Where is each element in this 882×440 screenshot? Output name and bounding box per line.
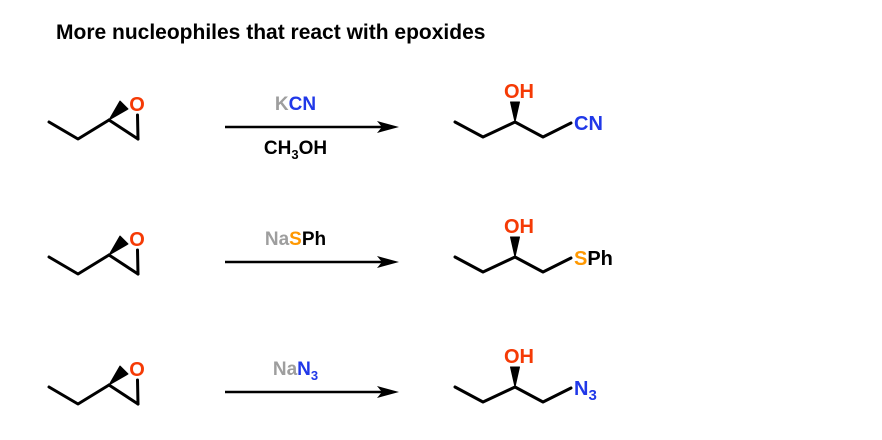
ring-right-bond [136,378,140,406]
reagent-part-counterion: K [274,94,289,115]
wedge-bond-to-oh-icon [510,236,520,258]
wedge-bond-icon [108,235,129,256]
group-part: Ph [587,248,613,270]
reagent-part-nucleophile: N [297,359,311,380]
epoxide-oxygen-label: O [129,229,145,251]
reagent-above-arrow: KCN [213,94,378,116]
arrow-head-icon [377,386,399,398]
reaction-row-nasph: O NaSPh OH SPh [0,207,882,317]
reaction-row-nan3: O NaN3 OH N3 [0,337,882,440]
group-subscript: 3 [588,387,596,404]
epoxide-structure: O [47,229,145,276]
solvent-part: OH [298,138,328,159]
ring-bottom-bond [107,383,140,406]
arrow-head-icon [377,121,399,133]
product-structure: OH N3 [453,346,597,404]
ethyl-chain-bonds [47,253,111,276]
solvent-subscript: 3 [291,146,299,162]
carbon-chain-bonds [453,385,573,404]
wedge-bond-to-oh-icon [510,101,520,123]
reaction-arrow [225,121,399,133]
reaction-arrow [225,256,399,268]
ring-right-bond [136,248,140,276]
reagent-part-nucleophile: CN [288,94,317,115]
carbon-chain-bonds [453,255,573,274]
hydroxyl-label: OH [504,81,534,103]
product-structure: OH CN [453,81,603,139]
reagent-above-arrow: NaSPh [213,229,378,251]
carbon-chain-bonds [453,120,573,139]
ring-bottom-bond [107,118,140,141]
group-part: S [574,248,587,270]
ring-bottom-bond [107,253,140,276]
epoxide-oxygen-label: O [129,359,145,381]
solvent-part: CH [263,138,292,159]
epoxide-structure: O [47,359,145,406]
reagent-part-nucleophile: S [289,229,302,250]
hydroxyl-label: OH [504,346,534,368]
arrow-head-icon [377,256,399,268]
epoxide-structure: O [47,94,145,141]
ethyl-chain-bonds [47,118,111,141]
ethyl-chain-bonds [47,383,111,406]
group-part: CN [574,113,603,135]
ring-right-bond [136,113,140,141]
product-structure: OH SPh [453,216,613,274]
reagent-part: Ph [301,229,327,250]
page-title: More nucleophiles that react with epoxid… [56,21,486,44]
reagent-above-arrow: NaN3 [213,359,378,383]
reagent-subscript: 3 [310,367,319,383]
epoxide-oxygen-label: O [129,94,145,116]
reagent-part-counterion: Na [272,359,298,380]
hydroxyl-label: OH [504,216,534,238]
solvent-below-arrow: CH3OH [213,138,378,162]
wedge-bond-icon [108,100,129,121]
reaction-arrow [225,386,399,398]
reaction-row-kcn: O KCN CH3OH OH CN [0,72,882,182]
nucleophile-group-label: SPh [574,248,613,270]
nucleophile-group-label: N3 [574,378,597,404]
nucleophile-group-label: CN [574,113,603,135]
group-part: N [574,378,588,400]
wedge-bond-icon [108,365,129,386]
wedge-bond-to-oh-icon [510,366,520,388]
reagent-part-counterion: Na [264,229,290,250]
